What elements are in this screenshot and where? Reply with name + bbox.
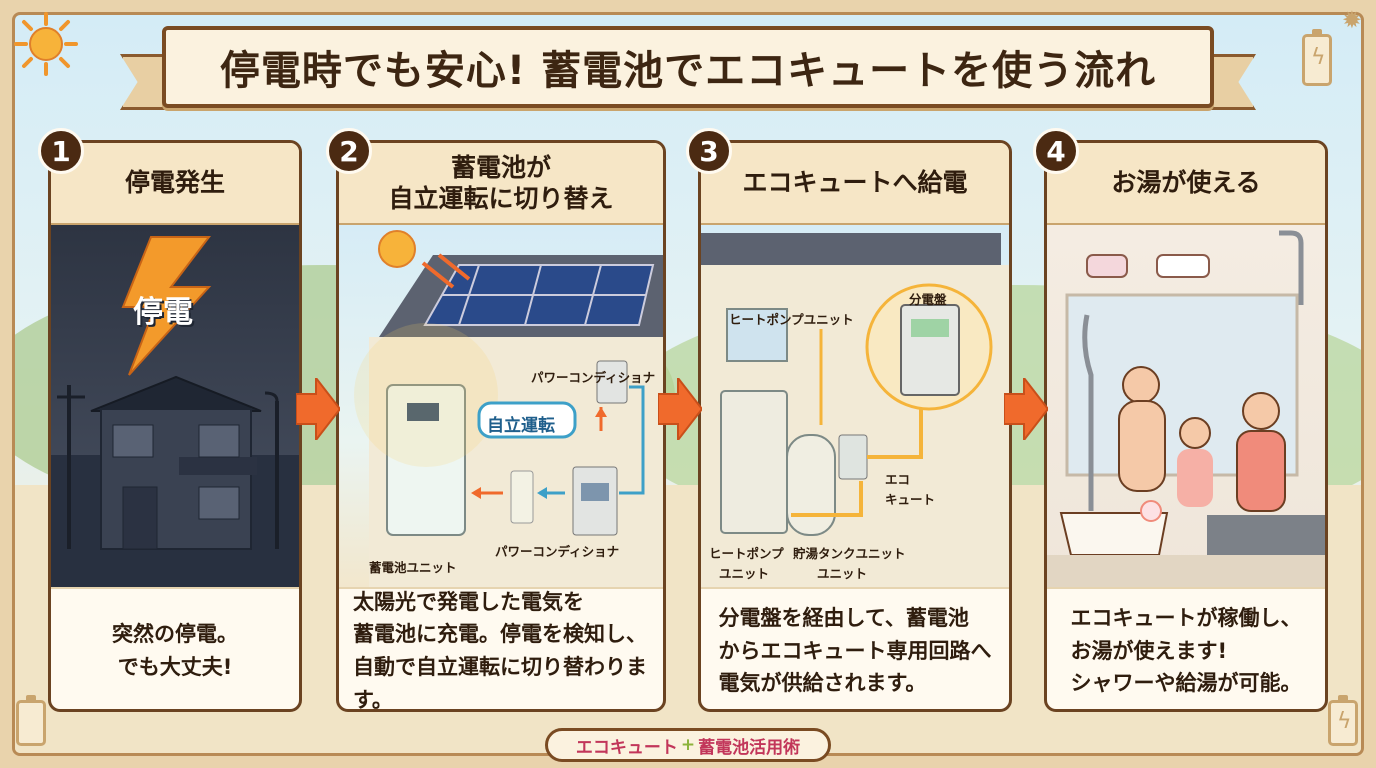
step-number-badge: 3: [686, 128, 732, 174]
tank-unit-label: 貯湯タンクユニット: [793, 546, 906, 561]
blackout-scene: 停電: [51, 225, 299, 587]
dark-house-illustration: [51, 236, 299, 587]
step-description: 突然の停電。 でも大丈夫!: [51, 587, 299, 709]
page-title: 停電時でも安心! 蓄電池でエコキュートを使う流れ: [219, 48, 1157, 94]
solar-battery-illustration: [354, 230, 663, 587]
ecocute-label: エコ: [885, 472, 911, 487]
step-title: 停電発生: [51, 143, 299, 225]
blackout-label: 停電: [133, 295, 193, 330]
battery-scene: パワーコンディショナ 自立運転 パワーコンディショナ 蓄電池ユニット: [339, 225, 663, 587]
step-title-line: 自立運転に切り替え: [388, 184, 614, 213]
step-panel-1: 停電発生 停電 突然の停電。 でも大丈夫!: [48, 140, 302, 712]
ecocute-label: キュート: [885, 492, 936, 507]
heat-pump-label: ユニット: [719, 566, 770, 581]
next-step-arrow-icon: [296, 378, 340, 440]
step-description: 太陽光で発電した電気を 蓄電池に充電。停電を検知し、 自動で自立運転に切り替わり…: [339, 587, 663, 712]
description-line: からエコキュート専用回路へ: [718, 638, 992, 663]
footer-tag-part: 蓄電池活用術: [698, 737, 801, 758]
step-panel-4: お湯が使える エコキュートが稼働し、 お湯が使えます! シャワーや給湯が可能。: [1044, 140, 1328, 712]
power-conditioner-label: パワーコンディショナ: [495, 544, 620, 559]
next-step-arrow-icon: [1004, 378, 1048, 440]
power-supply-scene: ヒートポンプユニット 分電盤 エコ キュート ヒートポンプ ユニット 貯湯タンク…: [701, 225, 1009, 587]
step-title-line: 蓄電池が: [450, 152, 551, 182]
description-line: 突然の停電。: [112, 622, 238, 647]
step-panel-3: エコキュートへ給電 ヒートポンプユニット 分電盤 エコ キュート ヒートポンプ …: [698, 140, 1012, 712]
footer-tag-part: エコキュート: [575, 737, 678, 758]
description-line: 自動で自立運転に切り替わります。: [353, 655, 647, 712]
heat-pump-unit-label: ヒートポンプユニット: [729, 312, 854, 327]
description-line: シャワーや給湯が可能。: [1070, 671, 1302, 696]
battery-icon: [16, 695, 46, 746]
description-line: 蓄電池に充電。停電を検知し、: [353, 622, 647, 647]
self-operation-badge: 自立運転: [487, 416, 555, 436]
title-banner: 停電時でも安心! 蓄電池でエコキュートを使う流れ: [120, 16, 1256, 126]
step-number-badge: 2: [326, 128, 372, 174]
tank-unit-label: ユニット: [817, 566, 868, 581]
step-description: エコキュートが稼働し、 お湯が使えます! シャワーや給湯が可能。: [1047, 587, 1325, 709]
step-panel-2: 蓄電池が 自立運転に切り替え: [336, 140, 666, 712]
title-plate: 停電時でも安心! 蓄電池でエコキュートを使う流れ: [162, 26, 1214, 108]
battery-unit-label: 蓄電池ユニット: [369, 560, 457, 575]
battery-icon: ϟ: [1302, 29, 1332, 86]
step-description: 分電盤を経由して、蓄電池 からエコキュート専用回路へ 電気が供給されます。: [701, 587, 1009, 709]
step-title: エコキュートへ給電: [701, 143, 1009, 225]
distribution-board-label: 分電盤: [909, 292, 947, 307]
description-line: 電気が供給されます。: [718, 671, 927, 696]
hot-water-scene: [1047, 225, 1325, 587]
description-line: エコキュートが稼働し、: [1070, 606, 1302, 631]
gear-icon: ✹: [1341, 6, 1362, 34]
description-line: でも大丈夫!: [117, 655, 233, 679]
next-step-arrow-icon: [658, 378, 702, 440]
bathroom-family-illustration: [1047, 230, 1325, 587]
step-title: 蓄電池が 自立運転に切り替え: [339, 143, 663, 225]
footer-plus: +: [680, 735, 696, 755]
description-line: 太陽光で発電した電気を: [353, 589, 584, 614]
power-conditioner-label: パワーコンディショナ: [531, 370, 656, 385]
step-title: お湯が使える: [1047, 143, 1325, 225]
footer-tag: エコキュート + 蓄電池活用術: [545, 728, 831, 762]
description-line: お湯が使えます!: [1070, 638, 1228, 663]
power-supply-illustration: [701, 233, 1009, 587]
description-line: 分電盤を経由して、蓄電池: [718, 606, 969, 631]
step-number-badge: 4: [1033, 128, 1079, 174]
heat-pump-label: ヒートポンプ: [709, 546, 784, 561]
step-number-badge: 1: [38, 128, 84, 174]
battery-icon: ϟ: [1328, 695, 1358, 746]
sun-icon: [14, 12, 78, 76]
